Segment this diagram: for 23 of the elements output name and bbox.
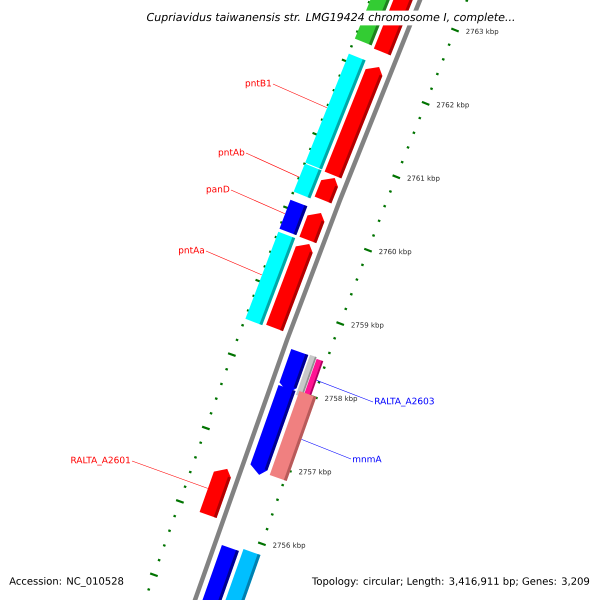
leader-line xyxy=(272,84,328,108)
leader-line xyxy=(246,152,300,178)
gene-label: mnmA xyxy=(353,456,382,462)
leader-line xyxy=(316,380,374,402)
gene-label: pntAa xyxy=(179,246,204,256)
gene-feature xyxy=(305,54,366,170)
gene-feature xyxy=(200,468,231,518)
gene-label: pntB1 xyxy=(246,80,271,88)
genome-info-text: Topology: circular; Length: 3,416,911 bp; Genes: 3,209 xyxy=(310,576,591,588)
title: Cupriavidus taiwanensis str. LMG19424 chromosome I, complete... xyxy=(144,10,518,26)
accession-text: Accession: NC_010528 xyxy=(8,576,125,588)
gene-label: panD xyxy=(206,186,230,194)
gene-feature xyxy=(279,200,308,236)
leader-line xyxy=(206,250,262,276)
gene-label: RALTA_A2603 xyxy=(375,398,434,406)
leader-line xyxy=(132,460,208,489)
gene-feature xyxy=(270,391,316,481)
leader-line xyxy=(301,439,352,460)
gene-feature xyxy=(245,232,296,326)
gene-label: pntAb xyxy=(218,148,244,158)
gene-feature xyxy=(294,164,322,198)
leader-line xyxy=(230,190,286,214)
gene-label: RALTA_A2601 xyxy=(71,456,130,466)
